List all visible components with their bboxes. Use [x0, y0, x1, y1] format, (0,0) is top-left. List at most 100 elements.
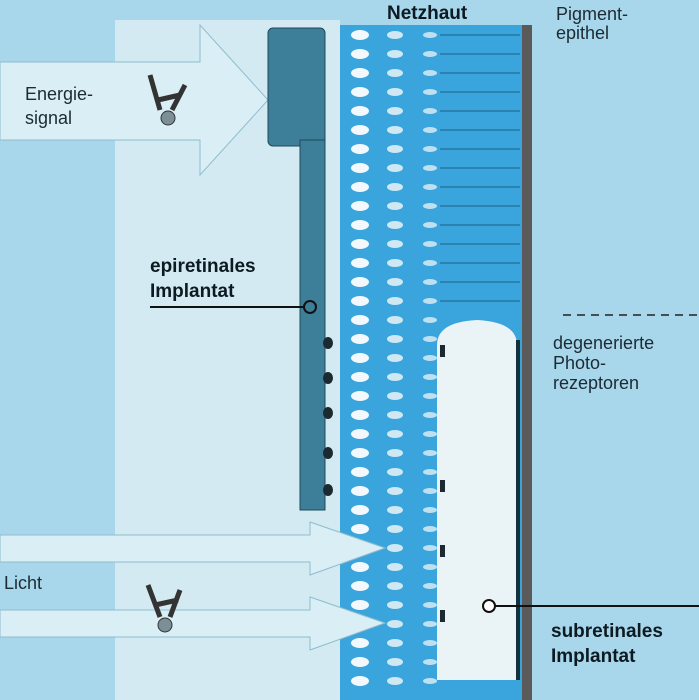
retina-cell — [423, 640, 437, 646]
retina-cell — [387, 639, 403, 647]
retina-cell — [351, 638, 369, 648]
retina-cell — [351, 239, 369, 249]
retina-cell — [351, 448, 369, 458]
retina-cell — [423, 222, 437, 228]
retina-cell — [423, 70, 437, 76]
retina-cell — [423, 412, 437, 418]
retina-cell — [351, 182, 369, 192]
epi-label-1: epiretinales — [150, 256, 256, 277]
epi-label-2: Implantat — [150, 281, 235, 302]
retina-cell — [423, 469, 437, 475]
retina-cell — [387, 449, 403, 457]
retina-cell — [387, 582, 403, 590]
subretinal-implant — [437, 320, 517, 680]
retina-cell — [387, 411, 403, 419]
retina-cell — [423, 32, 437, 38]
retina-cell — [351, 315, 369, 325]
retina-cell — [423, 203, 437, 209]
degen-label-1: degenerierte — [553, 333, 655, 353]
retina-cell — [387, 544, 403, 552]
retina-cell — [423, 336, 437, 342]
retina-cell — [387, 335, 403, 343]
retina-cell — [423, 583, 437, 589]
energy-label-2: signal — [25, 108, 73, 128]
degen-label-2: Photo- — [553, 353, 607, 373]
retina-cell — [423, 51, 437, 57]
retina-cell — [351, 68, 369, 78]
retina-cell — [423, 184, 437, 190]
retina-cell — [423, 659, 437, 665]
retina-cell — [423, 564, 437, 570]
retina-cell — [387, 506, 403, 514]
retina-cell — [423, 602, 437, 608]
retina-cell — [351, 220, 369, 230]
retina-cell — [387, 31, 403, 39]
retina-cell — [351, 87, 369, 97]
retina-cell — [351, 258, 369, 268]
light-arrow-2 — [0, 596, 387, 651]
retina-cell — [387, 69, 403, 77]
retina-cell — [423, 146, 437, 152]
light-arrow-1 — [0, 521, 387, 576]
retina-cell — [387, 221, 403, 229]
retina-cell — [351, 505, 369, 515]
retina-cell — [423, 241, 437, 247]
retina-cell — [351, 49, 369, 59]
retina-cell — [423, 260, 437, 266]
retina-cell — [351, 372, 369, 382]
retina-cell — [351, 657, 369, 667]
retina-cell — [423, 431, 437, 437]
retina-cell — [387, 487, 403, 495]
degen-label-3: rezeptoren — [553, 373, 640, 393]
retina-cell — [423, 317, 437, 323]
retina-cell — [351, 600, 369, 610]
retina-cell — [351, 125, 369, 135]
retina-cell — [351, 581, 369, 591]
retina-cell — [423, 678, 437, 684]
electrodes — [323, 337, 445, 622]
retina-cell — [387, 620, 403, 628]
retina-cell — [351, 353, 369, 363]
retina-cell — [351, 30, 369, 40]
pigment-epithel — [522, 25, 532, 700]
retina-cell — [387, 107, 403, 115]
retina-cell — [351, 524, 369, 534]
retina-cells — [351, 30, 520, 686]
retina-cell — [387, 145, 403, 153]
retina-cell — [387, 278, 403, 286]
retina-cell — [387, 183, 403, 191]
retina-cell — [423, 355, 437, 361]
sub-label-2: Implantat — [551, 646, 636, 667]
retina-cell — [423, 279, 437, 285]
retina-cell — [351, 144, 369, 154]
retina-label: Netzhaut — [387, 3, 468, 24]
retina-cell — [387, 88, 403, 96]
light-label: Licht — [4, 573, 43, 593]
retina-cell — [351, 467, 369, 477]
retina-cell — [387, 126, 403, 134]
retina-cell — [423, 89, 437, 95]
retina-cell — [387, 468, 403, 476]
retina-cell — [387, 373, 403, 381]
retina-cell — [423, 298, 437, 304]
retina-cell — [423, 545, 437, 551]
retina-cell — [351, 486, 369, 496]
epiretinal-implant-head — [267, 27, 326, 147]
retina-cell — [387, 240, 403, 248]
retina-cell — [351, 429, 369, 439]
retina-cell — [423, 108, 437, 114]
retina-cell — [351, 277, 369, 287]
retina-cell — [351, 201, 369, 211]
retina-cell — [387, 259, 403, 267]
retina-cell — [351, 296, 369, 306]
retina-cell — [387, 297, 403, 305]
retina-cell — [423, 165, 437, 171]
retina-cell — [351, 163, 369, 173]
retina-cell — [423, 621, 437, 627]
retina-cell — [423, 526, 437, 532]
retina-cell — [423, 450, 437, 456]
epi-pointer-dot — [303, 300, 317, 314]
pigment-label-1: Pigment- — [556, 4, 629, 24]
retina-cell — [351, 410, 369, 420]
